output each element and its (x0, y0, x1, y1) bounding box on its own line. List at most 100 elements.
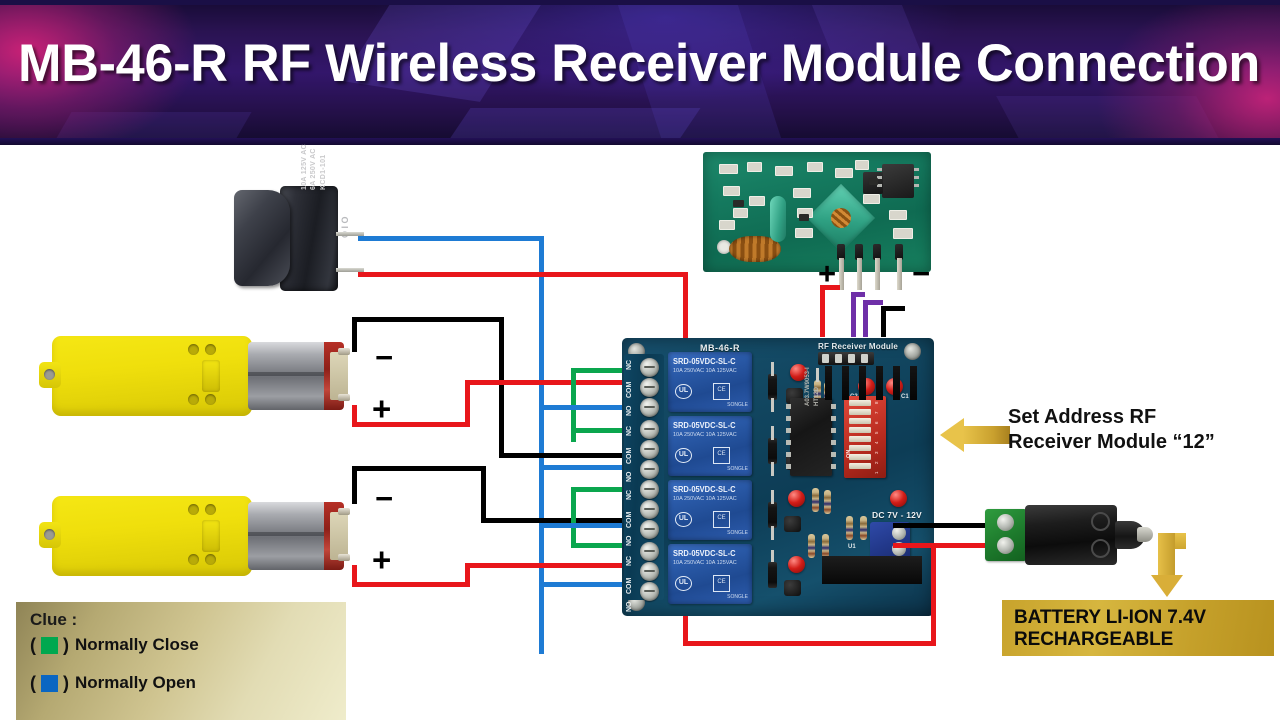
wire-switch-blue-h (358, 236, 544, 241)
jack-terminal-screw-negative[interactable] (997, 514, 1014, 531)
motor-1-minus-label: − (375, 340, 394, 375)
wire-m2-neg-down (481, 466, 486, 523)
terminal-screw-com1[interactable] (640, 378, 659, 397)
rocker-switch[interactable]: KCD1-101 6A 250V AC 10A 125V AC O I O (232, 144, 364, 298)
terminal-screw-no1[interactable] (640, 398, 659, 417)
rf-pin-header[interactable] (855, 244, 863, 260)
terminal-label-nc1: NC (626, 359, 633, 370)
diode-lead (771, 362, 774, 376)
rf-pin-header[interactable] (837, 244, 845, 260)
relay-ce-mark: CE (713, 383, 730, 400)
relay-spec-1: 10A 250VAC 10A 125VAC (673, 432, 737, 438)
status-led-3 (788, 490, 805, 507)
rf-receiver-module (703, 152, 931, 290)
relay-2: SRD-05VDC-SL-C 10A 250VAC 10A 125VAC UL … (668, 416, 752, 476)
rf-header-socket[interactable] (818, 352, 874, 365)
relay-spec-1: 10A 250VAC 10A 125VAC (673, 496, 737, 502)
rf-header-pin (822, 354, 829, 363)
wire-switch-red-h (358, 272, 688, 277)
rf-ic-pin (877, 176, 882, 179)
motor-can-seam (248, 372, 330, 376)
relay-ul-mark: UL (675, 448, 692, 463)
dip-number-6: 6 (874, 421, 879, 424)
terminal-screw-no3[interactable] (640, 520, 659, 539)
ic-pin (786, 416, 791, 421)
dip-number-7: 7 (874, 411, 879, 414)
motor-1-plus-label: + (372, 390, 392, 427)
rf-ic-pin (914, 168, 919, 171)
dc-terminal-screw-negative[interactable] (892, 526, 906, 540)
jack-terminal-screw-positive[interactable] (997, 537, 1014, 554)
motor-hole (188, 554, 199, 565)
heatsink-fin (859, 366, 866, 400)
dip-number-8: 8 (874, 401, 879, 404)
diode-lead (771, 526, 774, 540)
dip-switch-2[interactable] (849, 409, 871, 415)
wire-rf-gnd-h (881, 306, 905, 311)
terminal-screw-nc3[interactable] (640, 480, 659, 499)
terminal-label-com4: COM (626, 577, 633, 594)
dip-switch-address[interactable]: ON 1 2 3 4 5 6 7 8 (844, 396, 886, 478)
motor-can (248, 342, 330, 410)
rf-ic-pin (914, 176, 919, 179)
wire-no-1 (539, 405, 650, 410)
screw-terminal-block[interactable]: NC COM NO NC COM NO NC COM NO NC COM NO (624, 354, 664, 612)
cap-label-c1: C1 (901, 394, 909, 400)
motor-2-plus-label: + (372, 541, 392, 578)
legend-label-nc: Normally Close (75, 635, 199, 654)
wire-rf-vcc-v (820, 285, 825, 337)
battery-line-2: RECHARGEABLE (1014, 629, 1174, 650)
terminal-screw-nc1[interactable] (640, 358, 659, 377)
terminal-screw-nc4[interactable] (640, 542, 659, 561)
jack-screw-terminal[interactable] (985, 509, 1027, 561)
motor-2-minus-label: − (375, 481, 394, 516)
arrow-shaft (963, 426, 1010, 444)
dip-switch-6[interactable] (849, 445, 871, 451)
motor-insulator (330, 352, 348, 400)
resistor (846, 516, 853, 540)
dip-switch-3[interactable] (849, 418, 871, 424)
dc-input-terminal[interactable] (870, 522, 910, 560)
ic-marking: HT12D (814, 386, 820, 406)
terminal-label-nc4: NC (626, 555, 633, 566)
dip-switch-1[interactable] (849, 400, 871, 406)
terminal-screw-com2[interactable] (640, 440, 659, 459)
dip-switch-8[interactable] (849, 463, 871, 469)
wire-power-positive (893, 543, 989, 548)
rf-smd (749, 196, 765, 206)
switch-rating-2: 10A 125V AC (301, 144, 308, 190)
resistor (824, 490, 831, 514)
set-address-line-1: Set Address RF (1008, 406, 1157, 428)
dip-switch-7[interactable] (849, 454, 871, 460)
decoder-ic-ht12d: HT12D A03.7W9053-I (786, 367, 836, 476)
motor-terminal-negative (338, 508, 350, 515)
terminal-screw-no4[interactable] (640, 582, 659, 601)
rf-pin-header[interactable] (873, 244, 881, 260)
wire-no-3 (539, 523, 650, 528)
jack-ring-bottom (1091, 539, 1110, 558)
motor-notch (202, 360, 220, 392)
diode-d3 (768, 438, 777, 464)
motor-hole (205, 554, 216, 565)
legend-box: Clue : ( ) Normally Close ( ) Normally O… (16, 602, 346, 720)
terminal-screw-no2[interactable] (640, 460, 659, 479)
switch-rocker-cap[interactable] (234, 190, 290, 286)
wire-rf-vcc-h (820, 285, 840, 290)
wire-nc-4 (571, 543, 650, 548)
wire-no-4 (539, 582, 650, 587)
battery-callout-text: BATTERY LI-ION 7.4V RECHARGEABLE (1014, 607, 1262, 651)
terminal-screw-com4[interactable] (640, 562, 659, 581)
terminal-label-com3: COM (626, 511, 633, 528)
banner-glow-right (0, 0, 1280, 145)
rf-pin-header[interactable] (895, 244, 903, 260)
rf-pin-leg (857, 258, 862, 290)
terminal-screw-nc2[interactable] (640, 420, 659, 439)
dip-switch-5[interactable] (849, 436, 871, 442)
terminal-screw-com3[interactable] (640, 500, 659, 519)
dip-switch-4[interactable] (849, 427, 871, 433)
diode-d1 (768, 374, 777, 400)
motor-insulator (330, 512, 348, 560)
board-silkscreen-name: MB-46-R (700, 343, 741, 353)
motor-hole (188, 344, 199, 355)
